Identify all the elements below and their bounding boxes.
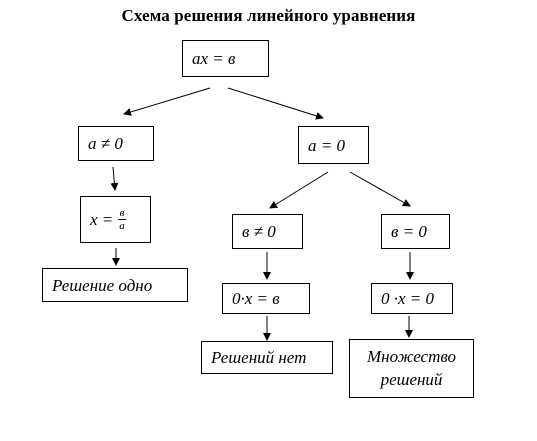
no-solutions-box: Решений нет (201, 341, 333, 374)
a-not-zero-text: а ≠ 0 (88, 134, 123, 153)
zero-x-b-box: 0·х = в (222, 283, 310, 314)
one-solution-box: Решение одно (42, 268, 188, 302)
b-zero-box: в = 0 (381, 214, 450, 249)
a-zero-text: а = 0 (308, 135, 345, 155)
b-not-zero-box: в ≠ 0 (232, 214, 303, 249)
arrow-root-to-a-zero (227, 87, 324, 120)
arrow-a-zero-to-b-zero (349, 171, 411, 207)
arrow-a-zero-to-b-not-zero (269, 171, 329, 209)
root-equation-box: ах = в (182, 40, 269, 77)
x-formula-lhs: х = (90, 210, 114, 229)
a-not-zero-box: а ≠ 0 (78, 126, 154, 161)
no-solutions-text: Решений нет (211, 348, 307, 367)
a-zero-box: а = 0 (298, 126, 369, 164)
zero-x-zero-box: 0 ·х = 0 (371, 283, 453, 314)
diagram-title: Схема решения линейного уравнения (121, 6, 416, 25)
arrow-a-not-zero-to-formula (110, 166, 119, 191)
fraction-numerator: в (117, 206, 127, 220)
x-formula-fraction: в а (117, 207, 127, 232)
one-solution-text: Решение одно (52, 275, 153, 295)
many-solutions-line2: решений (380, 369, 443, 389)
many-solutions-box: Множество решений (349, 339, 474, 398)
b-not-zero-text: в ≠ 0 (242, 222, 276, 241)
many-solutions-line1: Множество (366, 346, 457, 366)
fraction-denominator: а (119, 220, 125, 232)
arrow-root-to-a-not-zero (123, 87, 211, 116)
zero-x-b-text: 0·х = в (232, 289, 280, 308)
zero-x-zero-text: 0 ·х = 0 (381, 289, 435, 308)
b-zero-text: в = 0 (391, 222, 427, 241)
x-formula-box: х = в а (80, 196, 151, 243)
root-equation-text: ах = в (192, 49, 236, 68)
